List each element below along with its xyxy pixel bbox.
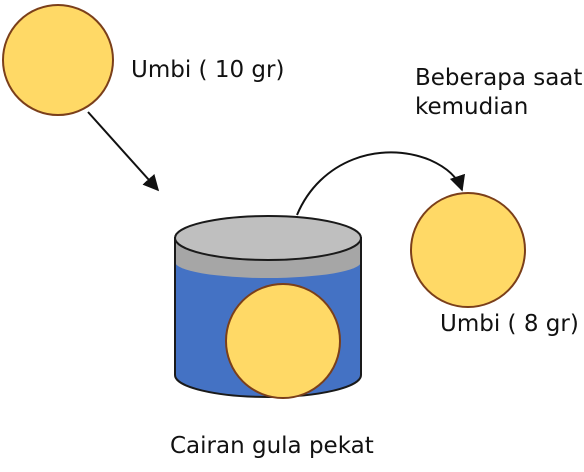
tuber-final [410, 192, 526, 308]
tuber-final-label: Umbi ( 8 gr) [440, 311, 579, 337]
tuber-initial [2, 4, 114, 116]
tuber-initial-label: Umbi ( 10 gr) [131, 57, 285, 83]
solution-label: Cairan gula pekat [170, 433, 374, 459]
arrow-into-solution [87, 111, 160, 192]
time-later-label: Beberapa saat kemudian [415, 64, 582, 122]
tuber-submerged [225, 283, 341, 399]
time-later-line-2: kemudian [415, 94, 529, 120]
time-later-line-1: Beberapa saat [415, 65, 583, 91]
container-top [174, 215, 362, 261]
arrow-out-of-solution [296, 151, 466, 216]
